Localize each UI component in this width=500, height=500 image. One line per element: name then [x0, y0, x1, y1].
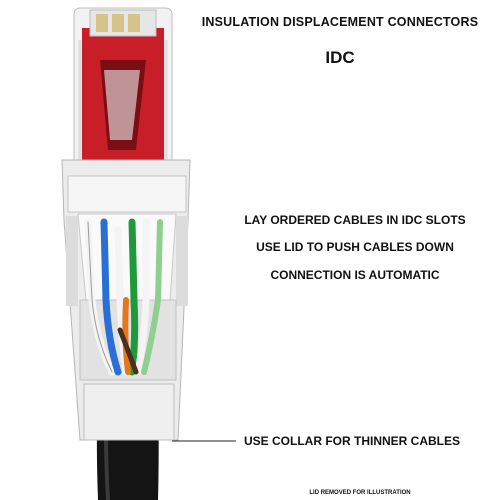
- step-push-lid: USE LID TO PUSH CABLES DOWN: [256, 240, 454, 254]
- collar-callout-label: USE COLLAR FOR THINNER CABLES: [244, 434, 460, 448]
- step-lay-cables: LAY ORDERED CABLES IN IDC SLOTS: [244, 213, 466, 227]
- step-connection-automatic: CONNECTION IS AUTOMATIC: [270, 268, 440, 282]
- page-title: INSULATION DISPLACEMENT CONNECTORS: [201, 15, 479, 29]
- rj45-plug-head: [73, 7, 173, 169]
- page-subtitle: IDC: [325, 48, 355, 67]
- twisted-wires: [84, 218, 163, 376]
- footnote: LID REMOVED FOR ILLUSTRATION: [309, 490, 411, 496]
